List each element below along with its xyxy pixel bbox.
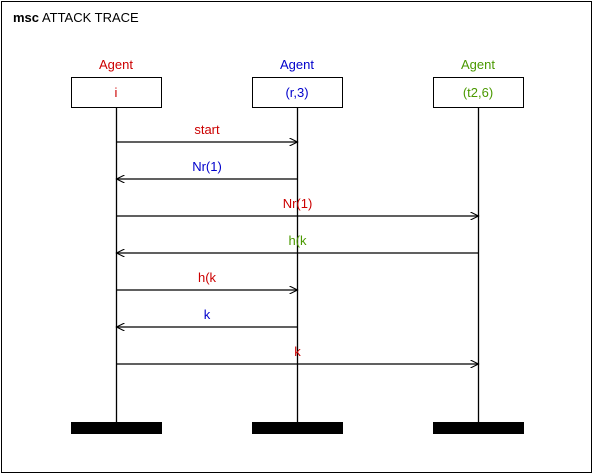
participant-name-label: (r,3) [285, 85, 308, 100]
title-keyword: msc [13, 10, 40, 25]
message-label: h(k [198, 270, 217, 285]
message-2: Nr(1) [116, 196, 479, 216]
message-label: k [204, 307, 211, 322]
message-3: h(k [117, 233, 479, 253]
message-4: h(k [116, 270, 298, 290]
participant-box [71, 77, 162, 108]
message-label: h(k [288, 233, 307, 248]
participant-role-label: Agent [461, 57, 495, 72]
participant-name-label: i [115, 85, 118, 100]
message-0: start [116, 122, 298, 142]
message-label: start [194, 122, 220, 137]
participant-0: Agent i [71, 57, 162, 434]
lifeline-end-bar [71, 422, 162, 434]
message-5: k [117, 307, 298, 327]
lifeline-end-bar [252, 422, 343, 434]
message-label: k [294, 344, 301, 359]
participant-role-label: Agent [99, 57, 133, 72]
participant-2: Agent (t2,6) [433, 57, 524, 434]
message-label: Nr(1) [192, 159, 222, 174]
diagram-title: msc ATTACK TRACE [13, 10, 139, 25]
participant-box [252, 77, 343, 108]
participant-name-label: (t2,6) [463, 85, 493, 100]
message-label: Nr(1) [283, 196, 313, 211]
message-6: k [116, 344, 479, 364]
title-text: ATTACK TRACE [41, 10, 139, 25]
message-1: Nr(1) [117, 159, 298, 179]
participant-role-label: Agent [280, 57, 314, 72]
participant-1: Agent (r,3) [252, 57, 343, 434]
lifeline-end-bar [433, 422, 524, 434]
